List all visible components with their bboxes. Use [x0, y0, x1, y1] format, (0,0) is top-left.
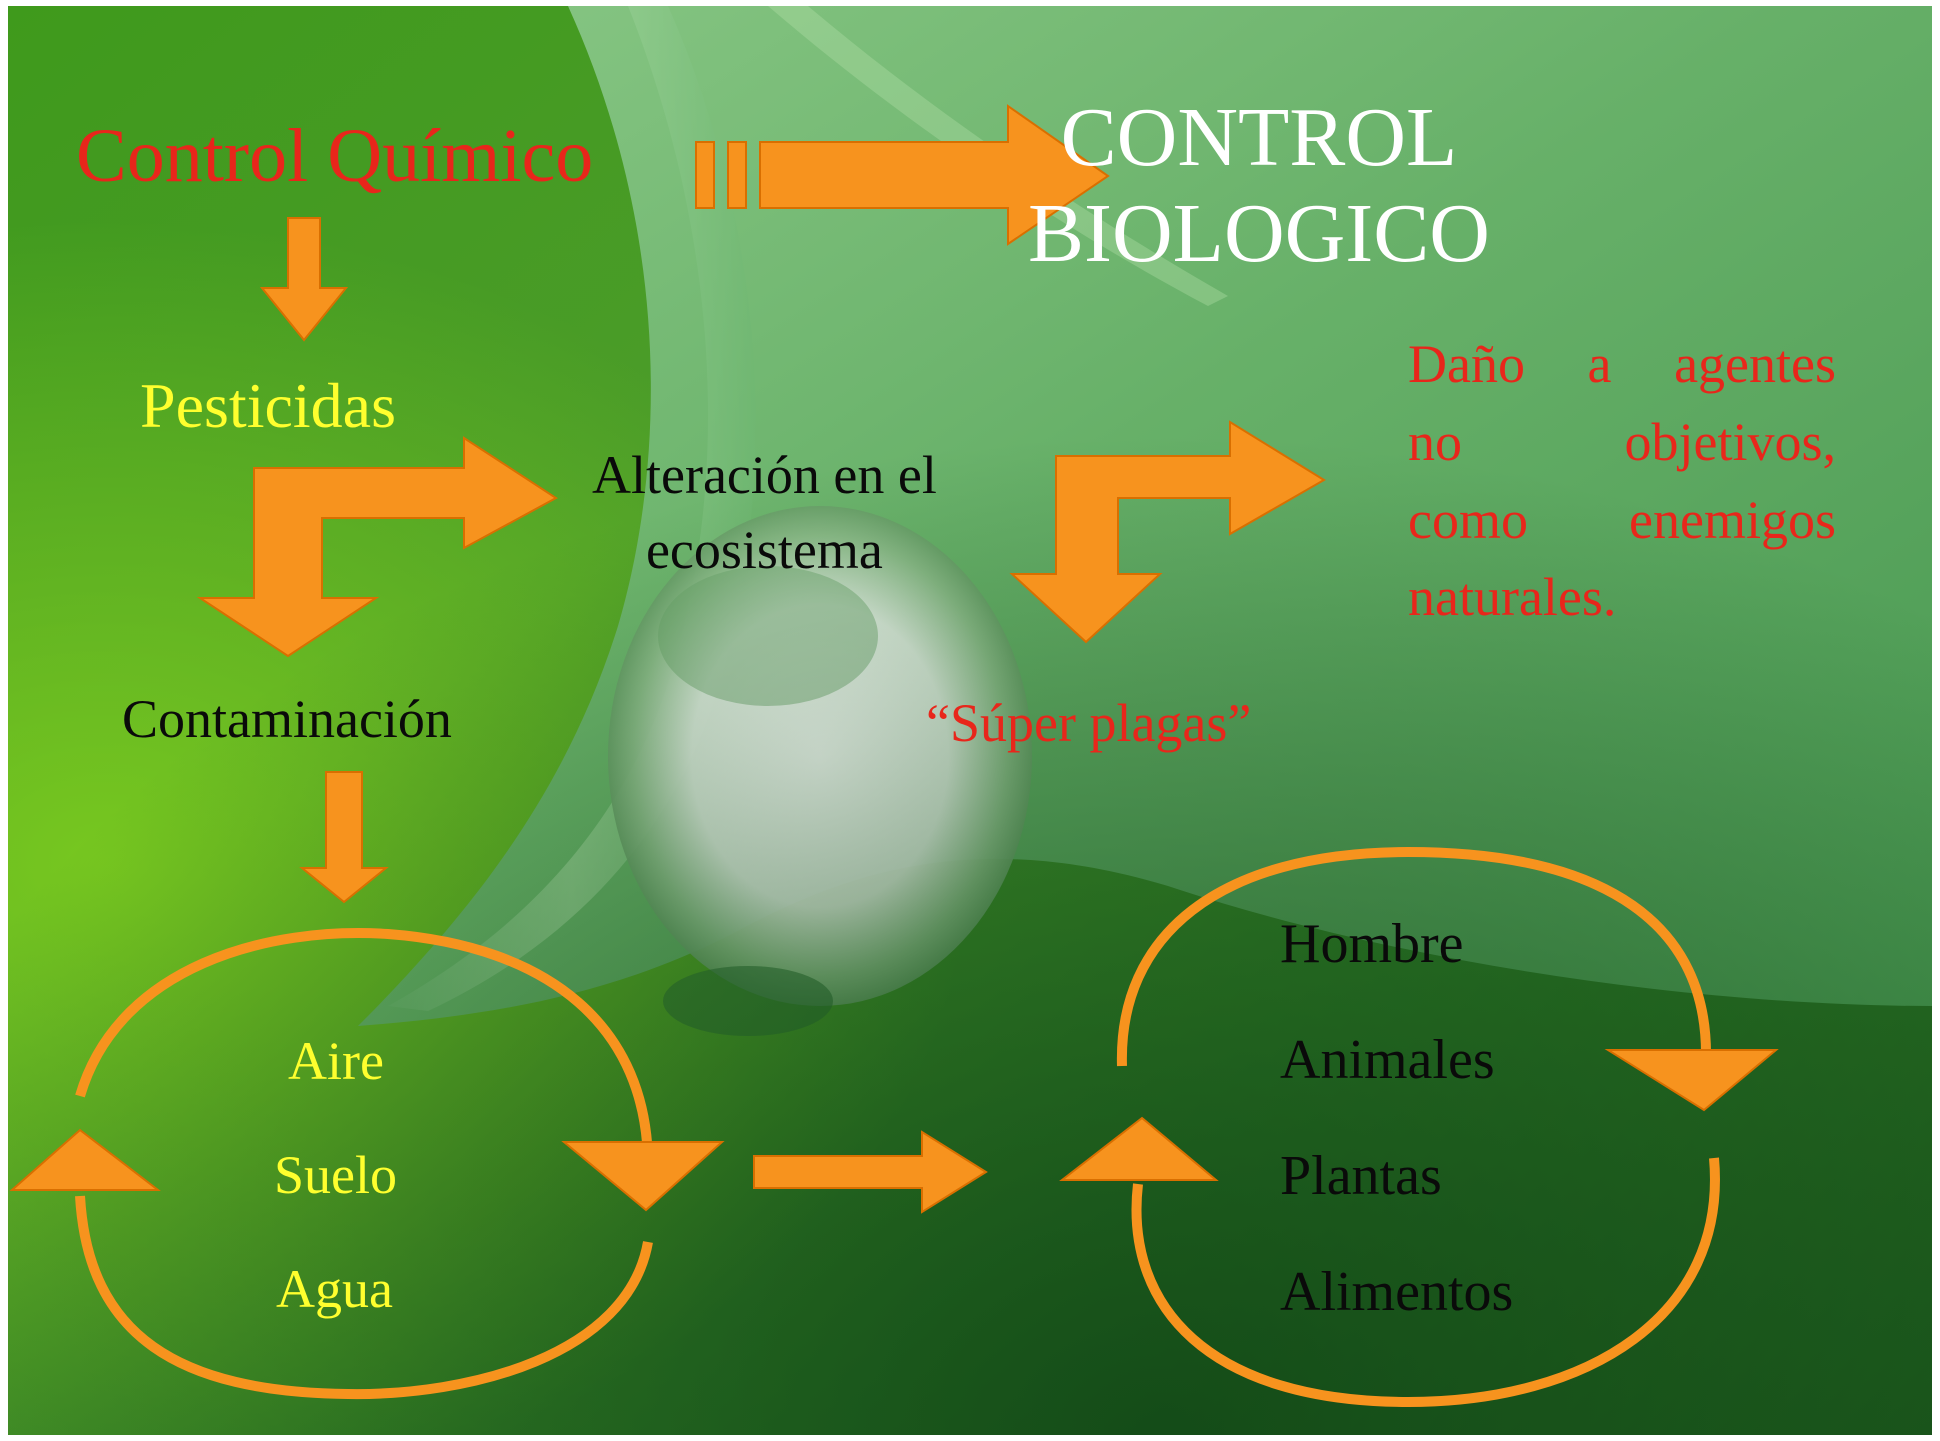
label-alimentos: Alimentos [1280, 1264, 1513, 1320]
title-control-biologico-line1: CONTROL [1028, 90, 1490, 186]
label-dano-line3: como enemigos [1408, 482, 1836, 560]
title-control-quimico: Control Químico [76, 118, 593, 194]
right-arrow-between-cycles-shape [754, 1132, 986, 1212]
bent-arrow-pesticidas-shape [200, 438, 556, 656]
label-dano-line1: Daño a agentes [1408, 326, 1836, 404]
label-dano-line4: naturales. [1408, 559, 1836, 637]
title-control-biologico: CONTROL BIOLOGICO [1028, 90, 1490, 282]
label-animales: Animales [1280, 1032, 1495, 1088]
label-alteracion-line1: Alteración en el [592, 438, 937, 513]
label-pesticidas: Pesticidas [140, 374, 396, 438]
down-arrow-to-pesticidas-shape [262, 218, 346, 340]
label-agua: Agua [276, 1262, 393, 1316]
right-cycle-left-arrowhead-shape [1062, 1118, 1216, 1180]
right-cycle-right-arrowhead-shape [1608, 1050, 1776, 1110]
label-suelo: Suelo [274, 1148, 397, 1202]
bent-arrow-alteracion-shape [1012, 422, 1324, 642]
down-arrow-to-environment-shape [302, 772, 386, 902]
label-alteracion-line2: ecosistema [592, 513, 937, 588]
label-dano-agentes-no-objetivos: Daño a agentes no objetivos, como enemig… [1408, 326, 1836, 637]
equals-bar-right-shape [728, 142, 746, 208]
title-control-biologico-line2: BIOLOGICO [1028, 186, 1490, 282]
equals-bar-left-shape [696, 142, 714, 208]
left-cycle-right-arrowhead-shape [564, 1142, 722, 1210]
label-super-plagas: “Súper plagas” [926, 696, 1251, 750]
label-contaminacion: Contaminación [122, 692, 452, 746]
left-cycle-left-arrowhead-shape [12, 1130, 158, 1190]
label-aire: Aire [288, 1034, 384, 1088]
label-dano-line2: no objetivos, [1408, 404, 1836, 482]
label-alteracion-ecosistema: Alteración en el ecosistema [592, 438, 937, 587]
slide: Control Químico CONTROL BIOLOGICO Pestic… [8, 6, 1932, 1435]
label-hombre: Hombre [1280, 916, 1464, 972]
label-plantas: Plantas [1280, 1148, 1442, 1204]
